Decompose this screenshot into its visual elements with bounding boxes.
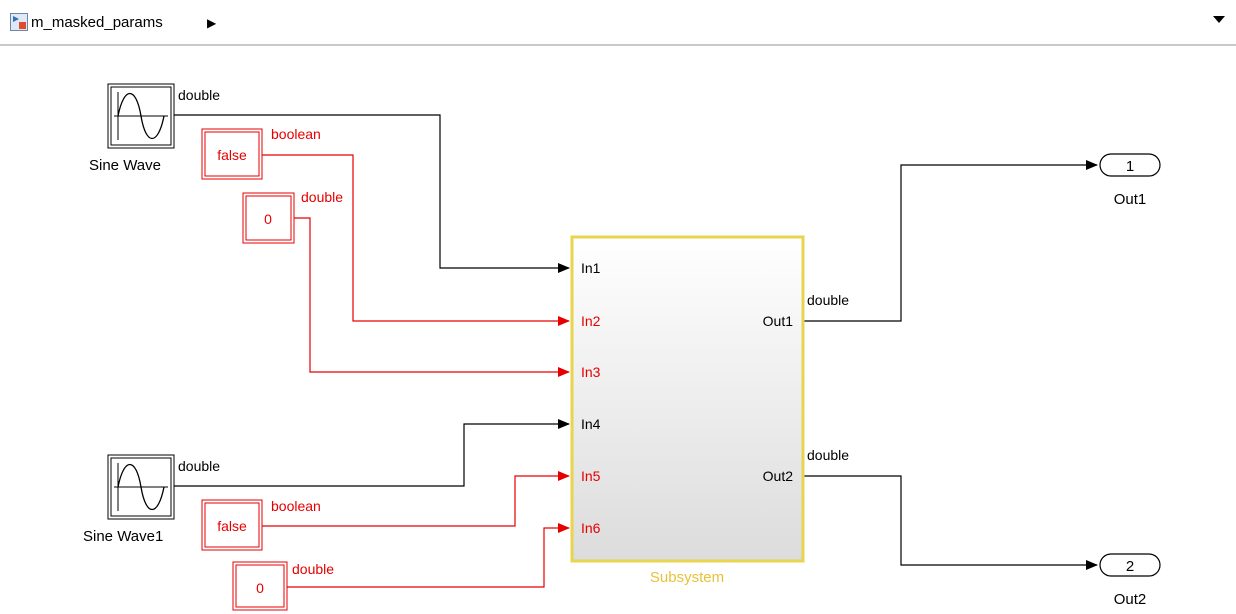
signal-label-sine1[interactable]: double [178, 87, 220, 103]
outport-1-label: Out1 [1114, 191, 1147, 208]
breadcrumb-model-name[interactable]: m_masked_params [31, 14, 163, 31]
signal-label-out2[interactable]: double [807, 447, 849, 463]
outport-1-number: 1 [1126, 158, 1134, 175]
signal-line-out2[interactable] [804, 475, 1098, 570]
constant-false-value: false [217, 147, 247, 163]
signal-line-false2-in5[interactable] [262, 471, 570, 527]
sine-wave1-label: Sine Wave1 [83, 528, 163, 545]
breadcrumb-expand-icon[interactable]: ▶ [207, 16, 217, 30]
subsystem-inport-in1[interactable]: In1 [581, 260, 601, 276]
constant-false-block[interactable]: false [201, 128, 263, 180]
subsystem-block[interactable]: In1 In2 In3 In4 In5 In6 Out1 Out2 [570, 235, 805, 563]
subsystem-outport-out1[interactable]: Out1 [763, 313, 794, 329]
signal-label-sine2[interactable]: double [178, 458, 220, 474]
signal-line-sine2-in4[interactable] [174, 419, 570, 487]
constant-false-block-2[interactable]: false [201, 499, 263, 551]
signal-line-zero2-in6[interactable] [287, 523, 570, 588]
sine-wave1-block[interactable] [107, 454, 175, 520]
sine-wave-block[interactable] [107, 83, 175, 149]
subsystem-inport-in3[interactable]: In3 [581, 364, 601, 380]
outport-block-2[interactable]: 2 [1099, 553, 1161, 577]
sine-wave-icon [117, 93, 165, 139]
signal-label-false1[interactable]: boolean [271, 126, 321, 142]
subsystem-inport-in5[interactable]: In5 [581, 468, 601, 484]
outport-2-label: Out2 [1114, 591, 1147, 608]
subsystem-inport-in4[interactable]: In4 [581, 416, 601, 432]
outport-2-number: 2 [1126, 558, 1134, 575]
signal-line-false1-in2[interactable] [262, 154, 570, 326]
constant-zero-block-2[interactable]: 0 [232, 561, 288, 611]
sine-wave-icon [117, 464, 165, 510]
subsystem-label: Subsystem [650, 569, 724, 586]
constant-zero-block[interactable]: 0 [242, 192, 295, 244]
signal-label-out1[interactable]: double [807, 292, 849, 308]
subsystem-inport-in2[interactable]: In2 [581, 313, 601, 329]
subsystem-outport-out2[interactable]: Out2 [763, 468, 794, 484]
sine-wave-label: Sine Wave [89, 157, 161, 174]
signal-line-out1[interactable] [804, 160, 1098, 322]
signal-label-false2[interactable]: boolean [271, 498, 321, 514]
signal-lines [174, 114, 1098, 588]
model-icon[interactable] [10, 13, 28, 31]
signal-label-zero2[interactable]: double [292, 561, 334, 577]
constant-zero-value: 0 [256, 580, 264, 596]
signal-line-sine1-in1[interactable] [174, 114, 570, 273]
signal-labels: double boolean double double boolean dou… [178, 87, 849, 577]
signal-label-zero1[interactable]: double [301, 189, 343, 205]
chevron-down-icon[interactable] [1213, 16, 1225, 23]
breadcrumb-bar: m_masked_params ▶ [0, 0, 1236, 46]
outport-block-1[interactable]: 1 [1099, 153, 1161, 177]
signal-line-zero1-in3[interactable] [294, 217, 570, 377]
constant-false-value: false [217, 518, 247, 534]
constant-zero-value: 0 [264, 211, 272, 227]
subsystem-inport-in6[interactable]: In6 [581, 520, 601, 536]
